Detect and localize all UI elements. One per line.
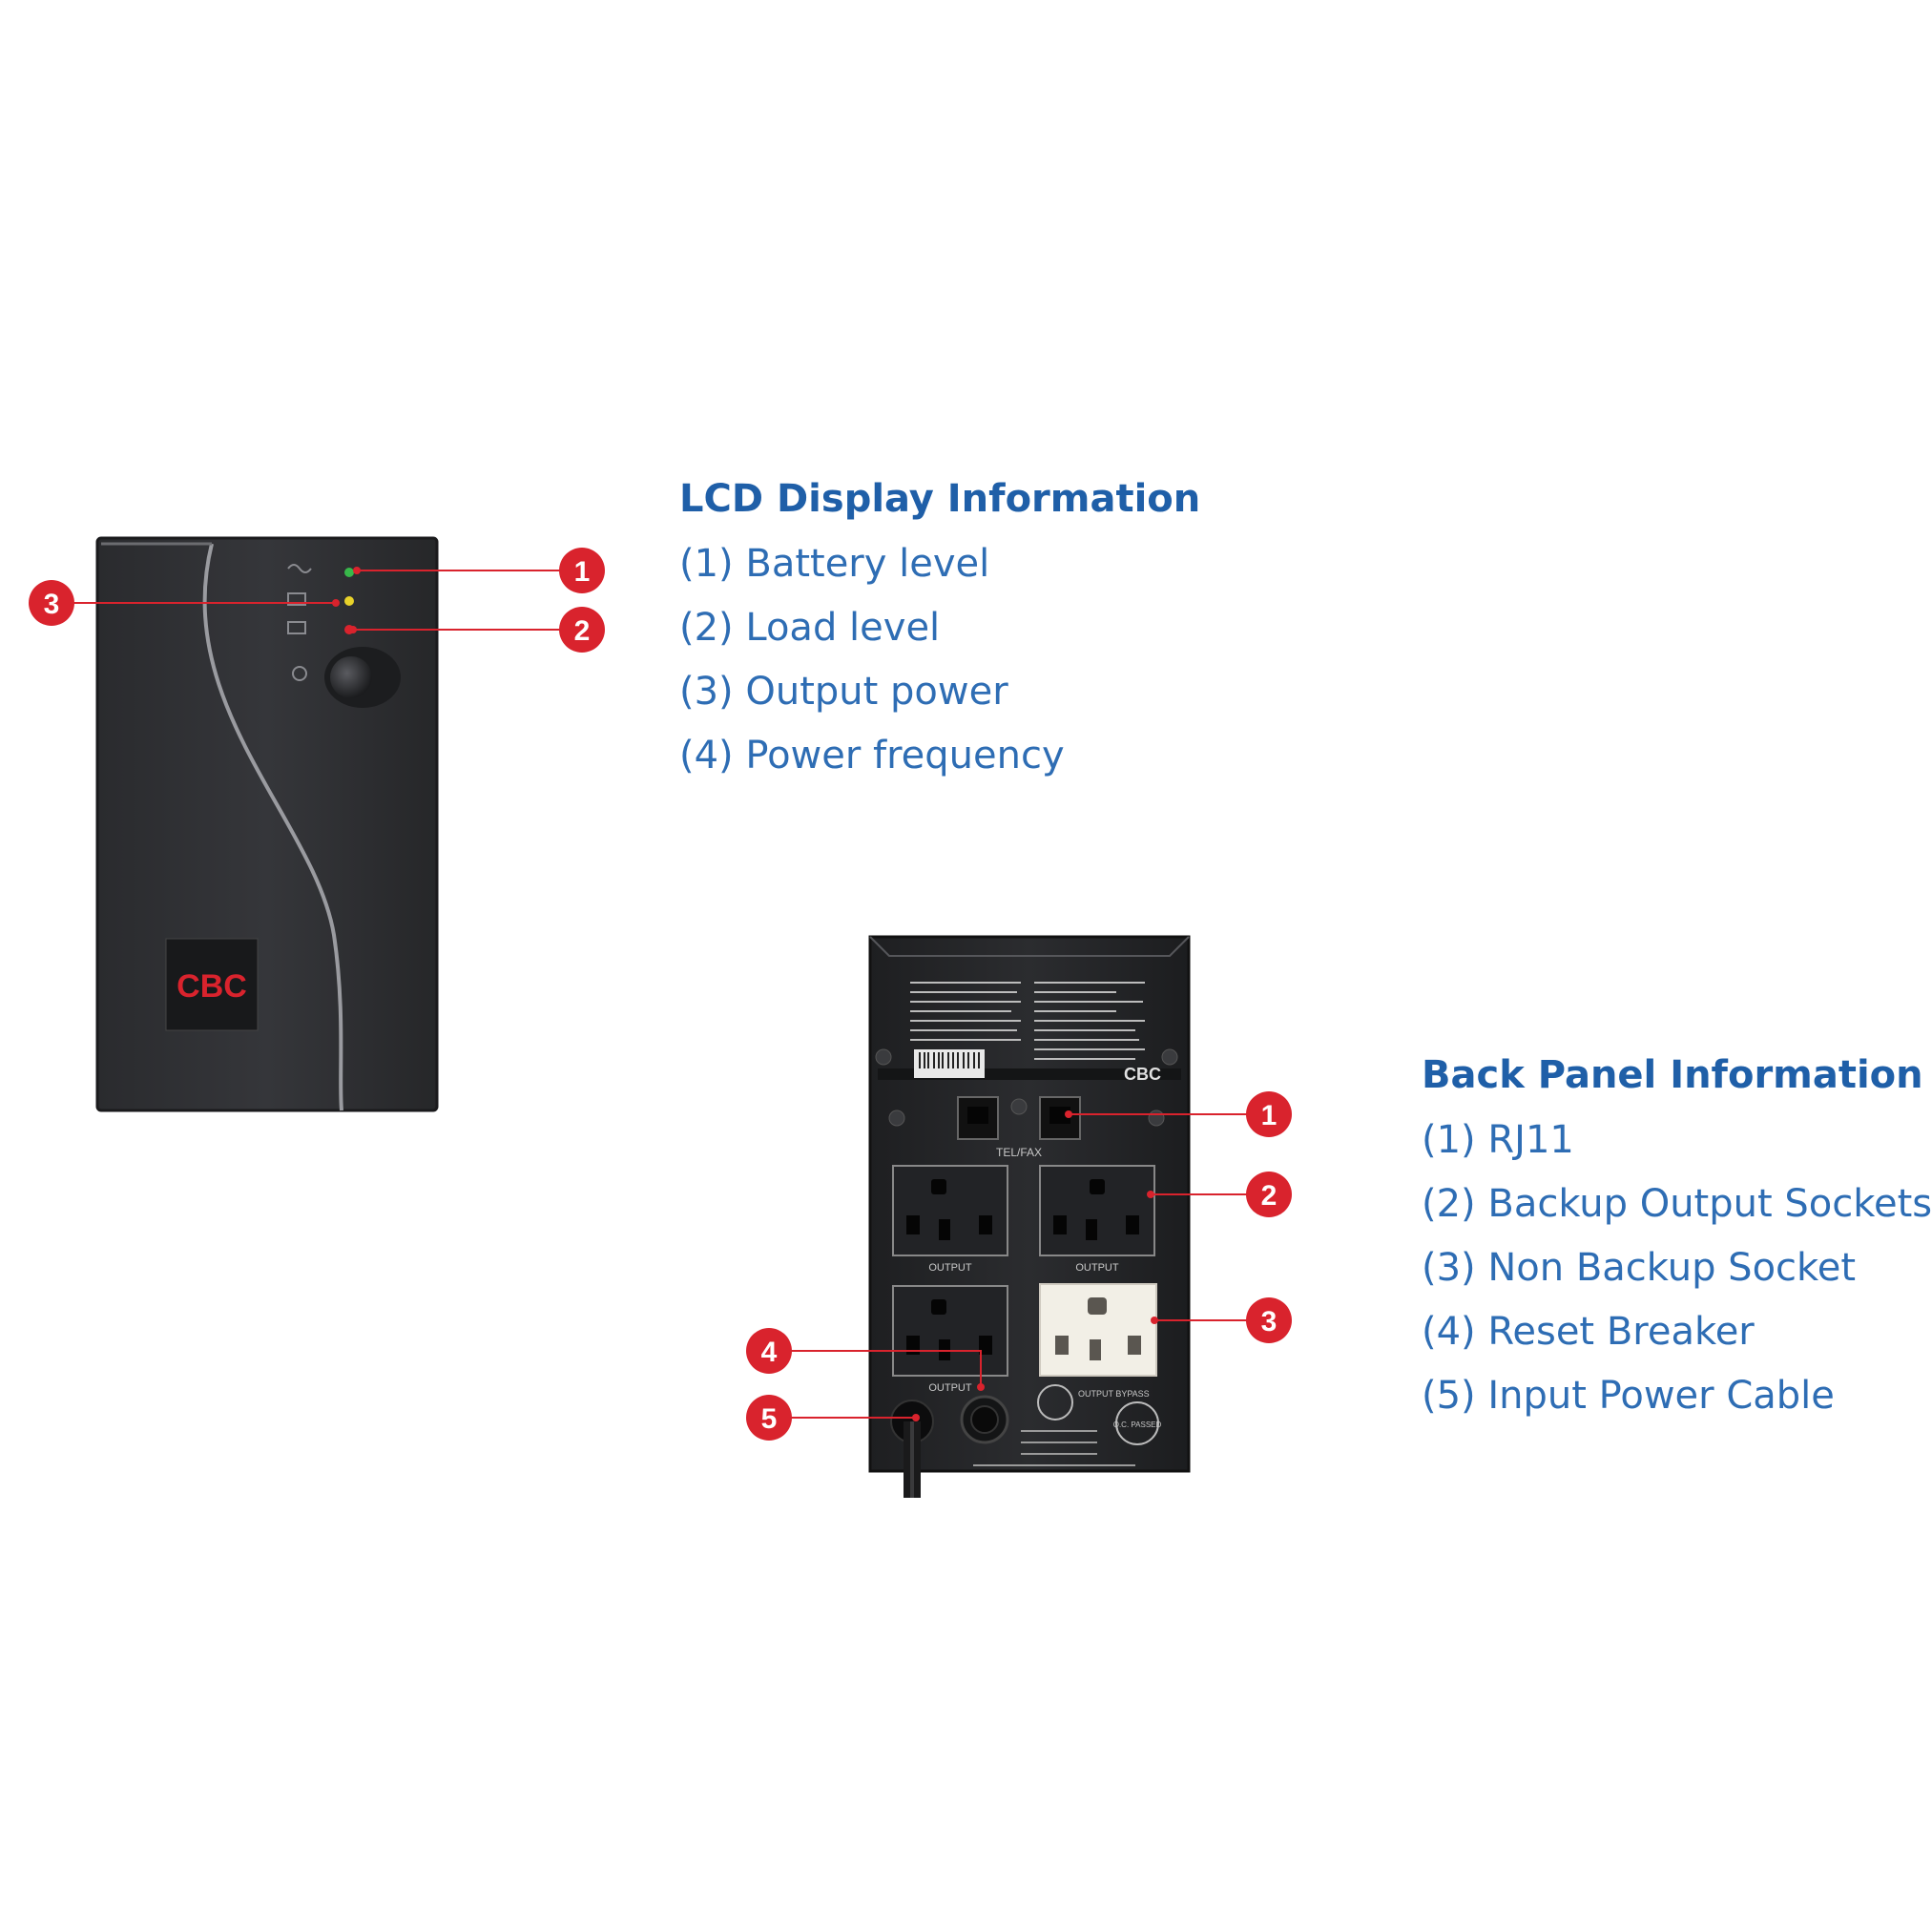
svg-text:3: 3 <box>44 589 60 620</box>
front-callout-1: 1 <box>559 548 605 593</box>
svg-text:1: 1 <box>1261 1100 1278 1131</box>
lcd-item-output-power: (3) Output power <box>679 670 1008 714</box>
svg-text:5: 5 <box>761 1403 778 1435</box>
non-backup-socket[interactable] <box>1039 1283 1157 1377</box>
svg-text:2: 2 <box>574 615 591 647</box>
back-panel-info-title: Back Panel Information <box>1422 1053 1923 1097</box>
lcd-item-power-frequency: (4) Power frequency <box>679 734 1065 778</box>
back-callout-4: 4 <box>746 1328 792 1374</box>
back-callout-1: 1 <box>1246 1091 1292 1137</box>
back-callout-3: 3 <box>1246 1297 1292 1343</box>
back-item-rj11: (1) RJ11 <box>1422 1118 1574 1162</box>
yellow-led <box>344 596 354 606</box>
screw <box>875 1048 892 1066</box>
front-logo: CBC <box>177 968 247 1005</box>
svg-text:4: 4 <box>761 1337 778 1368</box>
back-callout-5: 5 <box>746 1395 792 1441</box>
back-item-backup-output-sockets: (2) Backup Output Sockets <box>1422 1182 1932 1226</box>
ups-front-body <box>95 536 439 1112</box>
overload-status-icon <box>287 621 306 634</box>
backup-output-socket-1[interactable] <box>892 1165 1008 1256</box>
output-bypass-label: OUTPUT BYPASS <box>1078 1389 1150 1399</box>
lcd-item-load-level: (2) Load level <box>679 606 941 650</box>
back-callout-2: 2 <box>1246 1172 1292 1217</box>
battery-status-icon <box>287 592 306 606</box>
output-label-3: OUTPUT <box>928 1382 972 1394</box>
power-button[interactable] <box>330 656 372 698</box>
back-item-non-backup-socket: (3) Non Backup Socket <box>1422 1246 1857 1290</box>
backup-output-socket-2[interactable] <box>1039 1165 1155 1256</box>
svg-text:1: 1 <box>574 556 591 588</box>
lcd-info-title: LCD Display Information <box>679 477 1201 521</box>
front-callout-3: 3 <box>29 580 74 626</box>
certification-mark-icon <box>1037 1384 1073 1421</box>
ups-back-view: CBC TEL/FAX OUTPUT <box>746 935 1292 1498</box>
lcd-item-battery-level: (1) Battery level <box>679 542 990 586</box>
backup-output-socket-3[interactable] <box>892 1285 1008 1377</box>
front-callout-2: 2 <box>559 607 605 653</box>
back-item-input-power-cable: (5) Input Power Cable <box>1422 1374 1835 1418</box>
qc-passed-seal <box>1115 1401 1159 1445</box>
front-logo-badge <box>165 938 259 1031</box>
spec-label: CBC <box>910 982 1161 1084</box>
green-led <box>344 568 354 577</box>
rj11-port-left[interactable] <box>957 1096 999 1140</box>
back-item-reset-breaker: (4) Reset Breaker <box>1422 1310 1755 1354</box>
input-power-cable <box>890 1400 934 1498</box>
screw <box>888 1110 905 1127</box>
tel-fax-label: TEL/FAX <box>996 1146 1042 1159</box>
screw <box>1148 1110 1165 1127</box>
output-label-2: OUTPUT <box>1075 1262 1119 1274</box>
front-silver-curve <box>202 543 343 1111</box>
power-symbol-icon <box>292 666 307 681</box>
svg-text:2: 2 <box>1261 1180 1278 1212</box>
reset-breaker[interactable] <box>960 1395 1009 1444</box>
screw <box>1010 1098 1028 1115</box>
back-brand-logo: CBC <box>1124 1065 1161 1084</box>
ac-input-icon <box>287 564 312 573</box>
output-label-1: OUTPUT <box>928 1262 972 1274</box>
ups-front-view: CBC 1 2 3 <box>29 536 605 1112</box>
qc-passed-label: Q.C. PASSED <box>1113 1421 1162 1429</box>
rj11-port-right[interactable] <box>1039 1096 1081 1140</box>
svg-text:3: 3 <box>1261 1306 1278 1338</box>
screw <box>1161 1048 1178 1066</box>
